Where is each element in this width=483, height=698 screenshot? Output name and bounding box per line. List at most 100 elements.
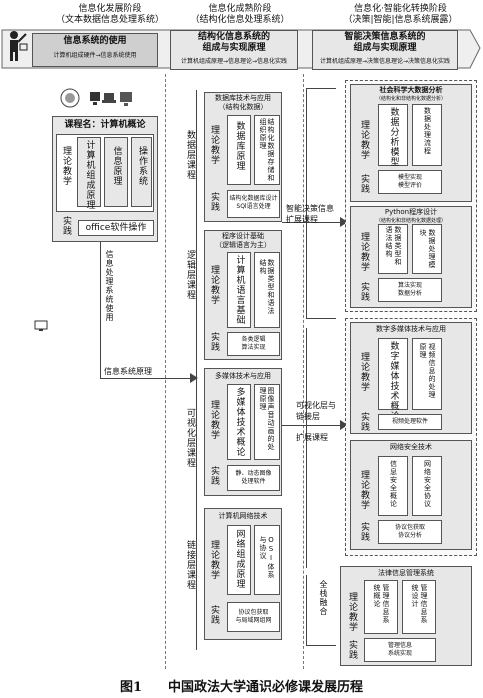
screen-icon bbox=[34, 320, 48, 331]
right-top-bracket-top bbox=[306, 88, 336, 89]
mm-practice-label: 实践 bbox=[209, 466, 219, 486]
law-topic-1: 管理信息系统概论 bbox=[364, 580, 398, 634]
sec-practice-item: 协议包获取 协议分析 bbox=[378, 520, 442, 544]
mm-topic-2: 图像声音动画的处理原理 bbox=[254, 384, 280, 460]
py-topic-2-label: 数据处理模块 bbox=[419, 229, 436, 269]
prog-topic-2-label: 数据类型和语法结构 bbox=[259, 259, 275, 315]
py-practice-item: 算法实现 数据分析 bbox=[378, 278, 442, 302]
mm-course-title: 多媒体技术与应用 bbox=[215, 372, 271, 380]
sec-course-box: 网络安全技术 bbox=[350, 440, 472, 550]
badge-logo-icon bbox=[60, 88, 80, 108]
sec-course-title: 网络安全技术 bbox=[390, 443, 432, 451]
mm-topic-1-label: 多媒体技术概论 bbox=[234, 387, 245, 457]
divider-1 bbox=[165, 74, 166, 669]
mm-topic-1: 多媒体技术概论 bbox=[227, 384, 251, 460]
left-vertical-line bbox=[100, 242, 101, 378]
ds-practice-label: 实践 bbox=[359, 174, 369, 194]
left-horizontal-label: 信息系统原理 bbox=[104, 367, 152, 376]
ds-practice-item: 模型实现 模型评价 bbox=[378, 170, 442, 194]
ds-course-sub: （结构化和非结构化数据分析） bbox=[375, 96, 446, 102]
ds-topic-1-label: 数据分析模型 bbox=[388, 107, 399, 167]
law-topic-2-label: 管理信息系统设计 bbox=[411, 584, 428, 624]
ds-topic-2: 数据处理流程 bbox=[412, 104, 442, 166]
course-topic-2-label: 信息原理 bbox=[111, 146, 122, 186]
net-course-title: 计算机网络技术 bbox=[218, 512, 268, 520]
dmm-practice-item-label: 视频处理软件 bbox=[391, 418, 428, 425]
dmm-practice-label: 实践 bbox=[359, 412, 369, 432]
course-topic-3-label: 操作系统 bbox=[137, 146, 147, 186]
mm-practice-item-label: 静、动态图像 处理软件 bbox=[235, 470, 272, 485]
py-course-title: Python程序设计 bbox=[384, 208, 438, 216]
net-topic-2-label: OSI体系与协议 bbox=[259, 536, 275, 579]
top-box-2-sub: 计算机组成原理→信息理论→信息化实践 bbox=[180, 58, 288, 65]
law-practice-item: 管理信息 系统实现 bbox=[364, 638, 436, 662]
sec-topic-2: 网络安全协议 bbox=[412, 456, 442, 516]
prog-practice-item: 各类逻辑 算法实现 bbox=[227, 332, 280, 356]
dmm-theory-label: 理论教学 bbox=[359, 352, 369, 392]
law-topic-1-label: 管理信息系统概论 bbox=[373, 584, 390, 624]
law-practice-label: 实践 bbox=[347, 640, 357, 660]
top-box-3-title: 智能决策信息系统的 组成与实现原理 bbox=[344, 32, 426, 53]
right-bottom-line bbox=[306, 575, 307, 645]
dmm-topic-1-label: 数字媒体技术概论 bbox=[388, 341, 399, 421]
course-name: 课程名：计算机概论 bbox=[64, 120, 146, 130]
py-theory-label: 理论教学 bbox=[359, 232, 369, 272]
db-course-title: 数据库技术与应用 （结构化数据） bbox=[215, 94, 271, 111]
sec-practice-item-label: 协议包获取 协议分析 bbox=[394, 524, 425, 539]
py-topic-1-label: 数据类型和语法结构 bbox=[385, 226, 402, 266]
mm-topic-2-label: 图像声音动画的处理原理 bbox=[259, 387, 275, 451]
top-box-1-sub: 计算机组成硬件→信息系统使用 bbox=[53, 52, 137, 59]
prog-theory-label: 理论教学 bbox=[209, 265, 219, 305]
layer-visual-label: 可视化层课程 bbox=[185, 408, 195, 468]
sec-topic-2-label: 网络安全协议 bbox=[423, 460, 432, 508]
course-practice-item: office软件操作 bbox=[78, 220, 154, 236]
ds-topic-1: 数据分析模型 bbox=[378, 104, 408, 167]
dmm-topic-2: 视频信息的处理原理 bbox=[412, 338, 442, 410]
sec-topic-1: 信息安全概论 bbox=[378, 456, 408, 516]
prog-course-title: 程序设计基础 （逻辑语言为主） bbox=[215, 232, 271, 249]
ds-course-title: 社会科学大数据分析 bbox=[379, 86, 443, 94]
stage-3-sub: （决策|智能|信息系统展露） bbox=[343, 15, 458, 25]
arrow-2-sub-label: 扩展课程 bbox=[296, 433, 328, 442]
divider-2 bbox=[303, 74, 304, 669]
stage-1-title: 信息化发展阶段 （文本数据信息处理系统） bbox=[40, 4, 180, 26]
course-topic-2: 信息原理 bbox=[104, 137, 128, 207]
db-topic-1-label: 数据库原理 bbox=[234, 121, 245, 171]
arrow-1-line bbox=[282, 222, 342, 223]
net-theory-label: 理论教学 bbox=[209, 540, 219, 580]
net-practice-item: 协议包获取 与局域网组网 bbox=[227, 602, 280, 632]
laptop-icon bbox=[102, 93, 116, 103]
arrow-2-label: 可视化层与 链接层 bbox=[296, 401, 336, 421]
stage-2-title: 信息化成熟阶段 （结构化信息处理系统） bbox=[170, 4, 310, 26]
dmm-topic-2-label: 视频信息的处理原理 bbox=[419, 343, 436, 399]
stage-2-sub: （结构化信息处理系统） bbox=[190, 15, 290, 25]
db-topic-1: 数据库原理 bbox=[227, 115, 251, 185]
mm-theory-label: 理论教学 bbox=[209, 400, 219, 440]
stage-3-title: 信息化·智能化转换阶段 （决策|智能|信息系统展露） bbox=[318, 4, 483, 26]
person-presenting-icon bbox=[10, 31, 28, 61]
computer-icon bbox=[90, 92, 100, 105]
top-box-3: 智能决策信息系统的 组成与实现原理 计算机组成原理→决策信息理论→决策信息化实践 bbox=[312, 30, 458, 70]
course-topic-3: 操作系统 bbox=[131, 137, 152, 207]
figure-caption: 图1 中国政法大学通识必修课发展历程 bbox=[119, 680, 364, 695]
ds-theory-label: 理论教学 bbox=[359, 120, 369, 160]
law-theory-label: 理论教学 bbox=[347, 592, 357, 632]
stage-2-label: 信息化成熟阶段 bbox=[208, 4, 272, 14]
dmm-topic-1: 数字媒体技术概论 bbox=[378, 338, 408, 421]
law-topic-2: 管理信息系统设计 bbox=[402, 580, 436, 634]
top-box-2-title: 结构化信息系统的 组成与实现原理 bbox=[197, 32, 270, 53]
top-box-2: 结构化信息系统的 组成与实现原理 计算机组成原理→信息理论→信息化实践 bbox=[170, 30, 298, 70]
db-practice-item: 结构化数据库设计 SQl语言处理 bbox=[227, 190, 280, 218]
py-practice-item-label: 算法实现 数据分析 bbox=[397, 282, 422, 297]
arrow-1-head-icon bbox=[340, 217, 348, 227]
py-practice-label: 实践 bbox=[359, 282, 369, 302]
db-theory-label: 理论教学 bbox=[209, 125, 219, 165]
db-practice-item-label: 结构化数据库设计 SQl语言处理 bbox=[229, 195, 278, 210]
course-practice-item-label: office软件操作 bbox=[85, 223, 147, 233]
net-practice-label: 实践 bbox=[209, 605, 219, 625]
dmm-course-title: 数字多媒体技术与应用 bbox=[376, 325, 446, 333]
arrow-2-head-icon bbox=[340, 420, 348, 430]
py-topic-1: 数据类型和语法结构 bbox=[378, 224, 408, 274]
law-practice-item-label: 管理信息 系统实现 bbox=[387, 642, 412, 657]
top-box-1: 信息系统的使用 计算机组成硬件→信息系统使用 bbox=[32, 33, 158, 67]
